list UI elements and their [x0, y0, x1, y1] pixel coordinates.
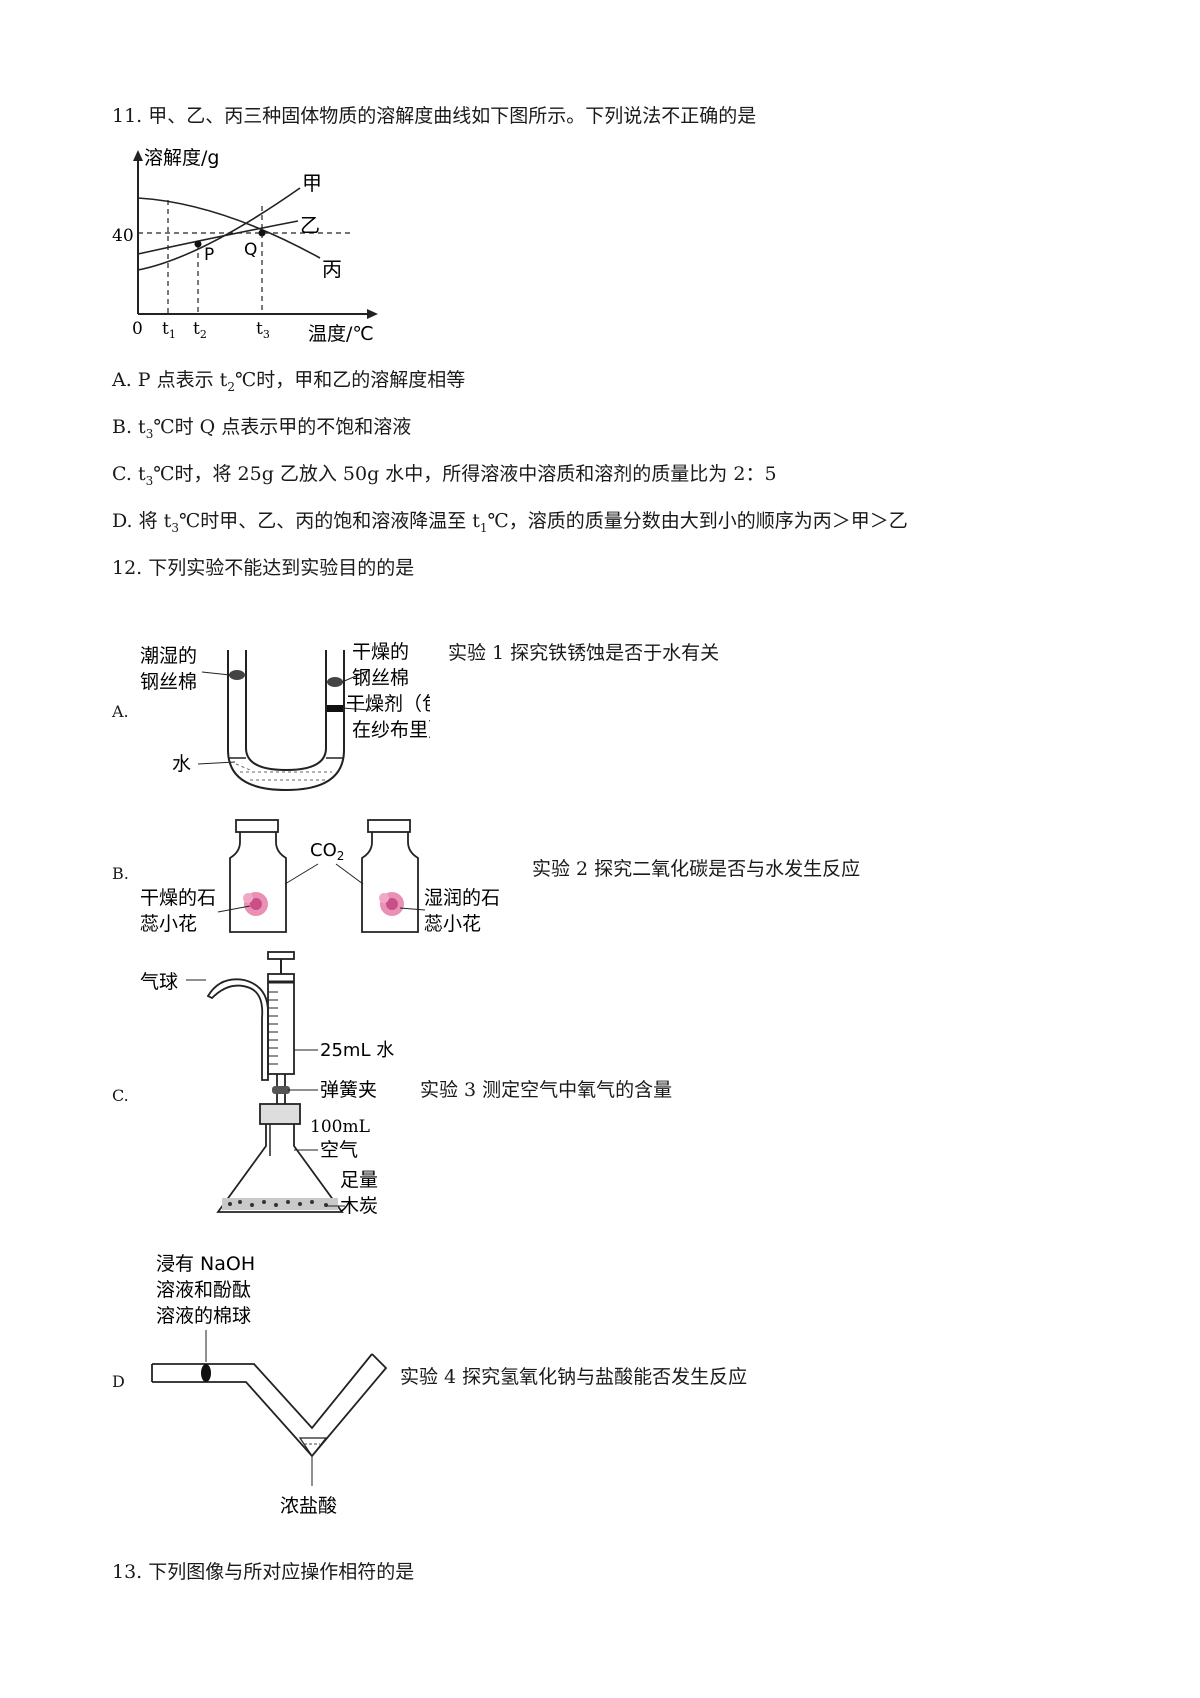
curve-jia — [137, 187, 301, 271]
experiment-4-diagram: 浸有 NaOH 溶液和酚酞 溶液的棉球 浓盐酸 — [151, 1253, 388, 1517]
q13-stem: 13. 下列图像与所对应操作相符的是 — [112, 1561, 415, 1583]
label-cotton-2: 溶液和酚酞 — [156, 1279, 251, 1301]
label-charcoal: 木炭 — [340, 1195, 378, 1217]
x-axis-arrow — [367, 309, 378, 319]
conical-flask — [216, 1124, 344, 1213]
label-dry-wool-1: 干燥的 — [352, 641, 409, 663]
q11-option-c: C. t3℃时，将 25g 乙放入 50g 水中，所得溶液中溶质和溶剂的质量比为… — [112, 463, 777, 488]
label-wet-flower-1: 湿润的石 — [424, 887, 500, 909]
q12c-letter: C. — [112, 1086, 129, 1105]
q11-option-a: A. P 点表示 t2℃时，甲和乙的溶解度相等 — [112, 369, 466, 394]
point-p — [194, 240, 202, 248]
curve-label-bing: 丙 — [322, 257, 342, 281]
x-axis-label: 温度/℃ — [308, 323, 374, 345]
point-label-p: P — [204, 245, 214, 265]
q11-stem: 11. 甲、乙、丙三种固体物质的溶解度曲线如下图所示。下列说法不正确的是 — [112, 105, 757, 127]
solubility-chart: 溶解度/g 温度/℃ 40 0 t1 t2 t3 甲 乙 丙 P Q — [112, 148, 378, 345]
v-tube — [152, 1353, 373, 1430]
label-dry-flower-2: 蕊小花 — [140, 913, 197, 935]
label-co2: CO2 — [310, 840, 344, 863]
wet-litmus-flower — [379, 892, 404, 916]
spring-clamp — [272, 1086, 290, 1094]
x-tick-t1: t1 — [162, 319, 176, 341]
label-desiccant-2: 在纱布里） — [352, 719, 430, 741]
q12b-caption: 实验 2 探究二氧化碳是否与水发生反应 — [532, 858, 861, 880]
label-volume: 100mL — [310, 1117, 370, 1137]
label-water: 水 — [172, 753, 191, 775]
label-wet-wool-1: 潮湿的 — [140, 645, 197, 667]
x-tick-t3: t3 — [256, 319, 270, 341]
label-desiccant-1: 干燥剂（包 — [346, 693, 430, 715]
q12a-letter: A. — [112, 702, 129, 721]
cotton-ball — [201, 1364, 211, 1382]
point-q — [258, 229, 266, 237]
curve-yi — [137, 220, 299, 255]
x-tick-t2: t2 — [193, 319, 207, 341]
desiccant — [327, 705, 343, 712]
label-dry-wool-2: 钢丝棉 — [352, 667, 409, 689]
wet-steel-wool — [229, 670, 245, 680]
label-enough: 足量 — [340, 1169, 378, 1191]
y-tick-40: 40 — [112, 226, 134, 246]
experiment-1-diagram: 潮湿的 钢丝棉 干燥的 钢丝棉 干燥剂（包 在纱布里） 水 — [140, 641, 430, 792]
label-dry-flower-1: 干燥的石 — [140, 887, 216, 909]
label-cotton-1: 浸有 NaOH — [156, 1253, 255, 1275]
label-balloon: 气球 — [140, 971, 178, 993]
origin-label: 0 — [132, 319, 143, 339]
curve-label-yi: 乙 — [300, 213, 320, 237]
q12-stem: 12. 下列实验不能达到实验目的的是 — [112, 557, 415, 579]
label-cotton-3: 溶液的棉球 — [156, 1305, 251, 1327]
concentrated-hcl — [298, 1437, 328, 1458]
curve-label-jia: 甲 — [302, 171, 322, 195]
label-air: 空气 — [320, 1139, 358, 1161]
charcoal — [222, 1198, 338, 1210]
q12d-letter: D — [112, 1372, 125, 1391]
label-wet-flower-2: 蕊小花 — [424, 913, 481, 935]
dry-steel-wool — [327, 677, 343, 687]
y-axis-arrow — [133, 150, 143, 161]
q12c-caption: 实验 3 测定空气中氧气的含量 — [420, 1079, 673, 1101]
q11-option-b: B. t3℃时 Q 点表示甲的不饱和溶液 — [112, 416, 412, 441]
label-acid: 浓盐酸 — [280, 1495, 337, 1517]
curve-bing — [137, 197, 321, 259]
experiment-2-diagram: CO2 干燥的石 蕊小花 湿润的石 蕊小花 — [140, 819, 500, 935]
point-label-q: Q — [244, 240, 257, 260]
balloon — [206, 978, 269, 1081]
q11-option-d: D. 将 t3℃时甲、乙、丙的饱和溶液降温至 t1℃，溶质的质量分数由大到小的顺… — [112, 510, 908, 535]
label-clamp: 弹簧夹 — [320, 1079, 377, 1101]
label-water-25ml: 25mL 水 — [320, 1040, 394, 1061]
label-wet-wool-2: 钢丝棉 — [140, 671, 197, 693]
dry-litmus-flower — [243, 892, 268, 916]
q12a-caption: 实验 1 探究铁锈蚀是否于水有关 — [448, 642, 720, 664]
q12b-letter: B. — [112, 864, 129, 883]
q12d-caption: 实验 4 探究氢氧化钠与盐酸能否发生反应 — [400, 1366, 748, 1388]
experiment-3-diagram: 25mL 水 气球 弹簧夹 100mL 空气 足量 木炭 — [140, 951, 394, 1217]
y-axis-label: 溶解度/g — [144, 148, 219, 169]
